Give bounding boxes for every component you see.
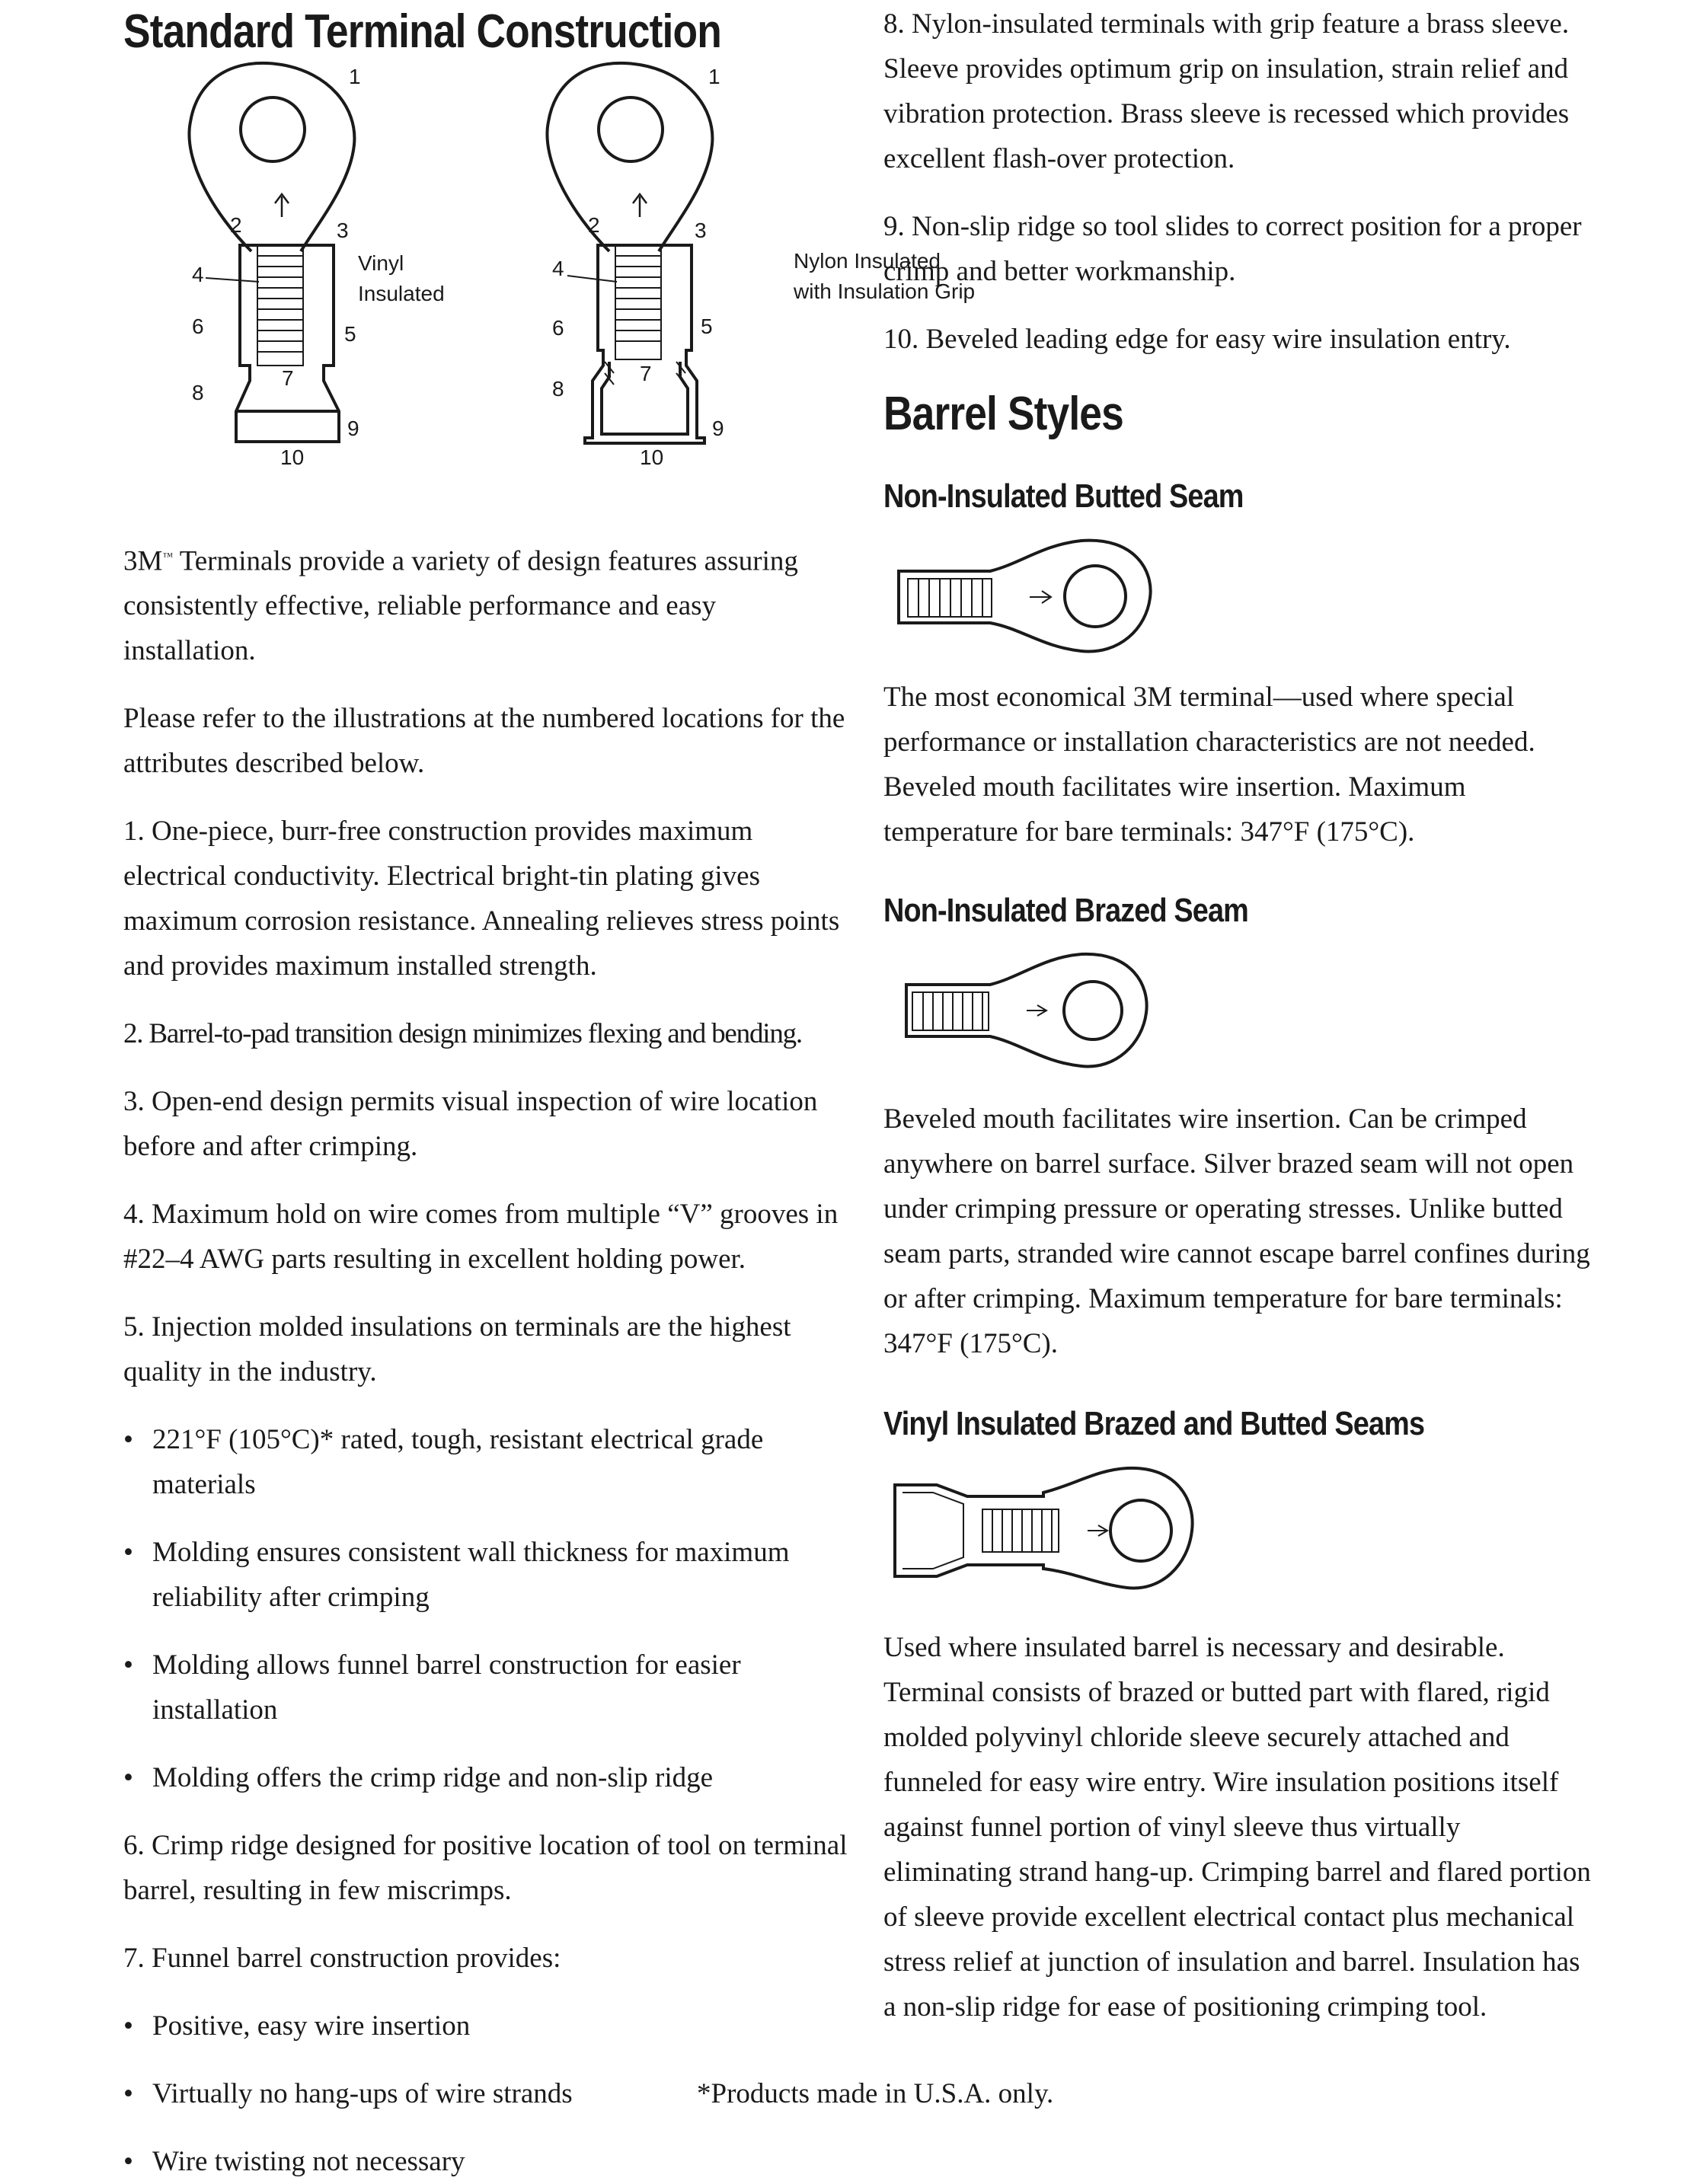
item-6: 6. Crimp ridge designed for positive loc… <box>123 1830 848 1907</box>
callout-10: 10 <box>280 445 304 469</box>
intro-brand: 3M <box>123 545 163 577</box>
item-3: 3. Open-end design permits visual inspec… <box>123 1086 818 1163</box>
callout-4: 4 <box>552 257 564 280</box>
section-text-brazed: Beveled mouth facilitates wire insertion… <box>883 1103 1590 1359</box>
callout-7: 7 <box>282 366 294 390</box>
section-text-butted: The most economical 3M terminal—used whe… <box>883 682 1535 848</box>
callout-5: 5 <box>701 315 713 338</box>
brazed-seam-terminal-icon <box>905 952 1148 1068</box>
item-9: 9. Non-slip ridge so tool slides to corr… <box>883 211 1582 287</box>
barrel-styles-heading: Barrel Styles <box>883 388 1124 440</box>
bullet-7-2: Virtually no hang-ups of wire strands <box>123 2071 855 2116</box>
section-text-vinyl: Used where insulated barrel is necessary… <box>883 1632 1591 2023</box>
vinyl-insulated-terminal-icon <box>893 1466 1194 1590</box>
diagram-caption-nylon-1: Nylon Insulated <box>794 249 941 273</box>
vinyl-terminal-diagram: 1 2 3 4 5 6 7 8 9 10 Vinyl Insulated <box>187 61 445 469</box>
item-2: 2. Barrel-to-pad transition design minim… <box>123 1018 803 1050</box>
callout-1: 1 <box>708 65 720 88</box>
section-heading-butted: Non-Insulated Butted Seam <box>883 477 1244 515</box>
callout-10: 10 <box>640 445 663 469</box>
diagram-caption-vinyl-1: Vinyl <box>358 251 404 275</box>
diagram-caption-vinyl-2: Insulated <box>358 282 445 305</box>
callout-2: 2 <box>588 213 600 237</box>
footnote: *Products made in U.S.A. only. <box>697 2078 1054 2109</box>
callout-3: 3 <box>337 219 349 242</box>
item-10: 10. Beveled leading edge for easy wire i… <box>883 324 1511 355</box>
bullet-5-4: Molding offers the crimp ridge and non-s… <box>123 1755 855 1800</box>
item-7: 7. Funnel barrel construction provides: <box>123 1943 561 1975</box>
callout-8: 8 <box>192 381 204 404</box>
callout-2: 2 <box>230 213 242 237</box>
intro-text: Terminals provide a variety of design fe… <box>123 545 798 667</box>
bullet-7-1: Positive, easy wire insertion <box>123 2004 855 2048</box>
item-8: 8. Nylon-insulated terminals with grip f… <box>883 8 1570 174</box>
callout-6: 6 <box>192 315 204 338</box>
callout-7: 7 <box>640 362 652 385</box>
item-5: 5. Injection molded insulations on termi… <box>123 1311 791 1388</box>
trademark-mark: ™ <box>162 551 174 563</box>
bullet-5-1: 221°F (105°C)* rated, tough, resistant e… <box>123 1417 855 1507</box>
callout-3: 3 <box>695 219 707 242</box>
callout-8: 8 <box>552 377 564 401</box>
callout-9: 9 <box>712 417 724 440</box>
intro-paragraph: 3M™ Terminals provide a variety of desig… <box>123 535 855 673</box>
callout-1: 1 <box>349 65 361 88</box>
page-title: Standard Terminal Construction <box>123 5 722 58</box>
section-heading-vinyl: Vinyl Insulated Brazed and Butted Seams <box>883 1405 1425 1442</box>
callout-5: 5 <box>344 322 356 346</box>
item-4: 4. Maximum hold on wire comes from multi… <box>123 1199 839 1276</box>
bullet-7-3: Wire twisting not necessary <box>123 2139 855 2184</box>
bullet-5-3: Molding allows funnel barrel constructio… <box>123 1643 855 1732</box>
diagram-caption-nylon-2: with Insulation Grip <box>793 279 975 303</box>
item-1: 1. One-piece, burr-free construction pro… <box>123 816 840 982</box>
nylon-terminal-diagram: 1 2 3 4 5 6 7 8 9 10 Nylon Insulated wit… <box>545 61 975 469</box>
callout-6: 6 <box>552 316 564 340</box>
refer-paragraph: Please refer to the illustrations at the… <box>123 703 845 780</box>
section-heading-brazed: Non-Insulated Brazed Seam <box>883 892 1249 929</box>
butted-seam-terminal-icon <box>897 538 1152 653</box>
callout-4: 4 <box>192 263 204 286</box>
callout-9: 9 <box>347 417 359 440</box>
bullet-5-2: Molding ensures consistent wall thicknes… <box>123 1530 855 1620</box>
